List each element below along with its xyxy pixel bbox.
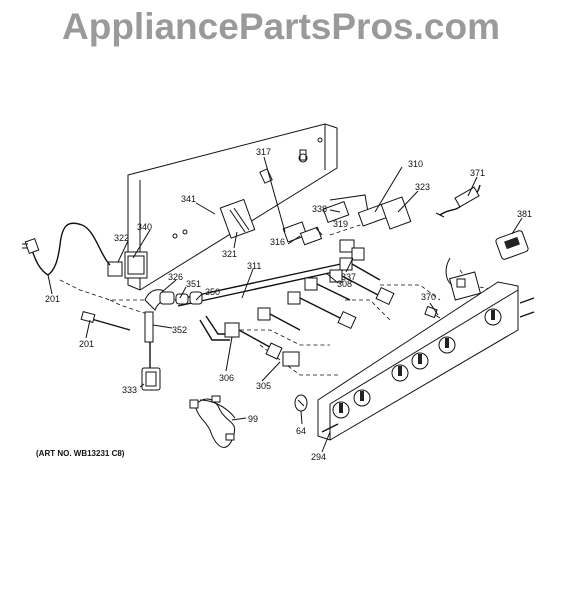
callout-308: 308 (337, 279, 352, 289)
ignitor-lead (80, 310, 131, 331)
screws (321, 297, 535, 433)
switch-assemblies (282, 194, 412, 261)
callout-311: 311 (247, 261, 261, 271)
callout-341: 341 (181, 194, 196, 204)
art-number: (ART NO. WB13231 C8) (36, 449, 125, 458)
callout-64: 64 (296, 426, 306, 436)
callout-322: 322 (114, 233, 129, 243)
callout-310: 310 (408, 159, 423, 169)
burner-valves (224, 257, 395, 367)
callout-316: 316 (270, 237, 285, 247)
clock-control-381 (495, 230, 529, 260)
callout-201-lower: 201 (79, 339, 94, 349)
callout-305: 305 (256, 381, 271, 391)
callout-333: 333 (122, 385, 137, 395)
callout-306: 306 (219, 373, 234, 383)
callout-350: 350 (205, 287, 220, 297)
callout-351: 351 (186, 279, 201, 289)
callout-319: 319 (333, 219, 348, 229)
callout-326: 326 (168, 272, 183, 282)
callout-323: 323 (415, 182, 430, 192)
watermark: AppliancePartsPros.com (62, 6, 500, 47)
wire-harness-371 (435, 184, 481, 218)
control-knobs (332, 308, 502, 419)
callout-321: 321 (222, 249, 237, 259)
callout-340: 340 (137, 222, 152, 232)
callout-338: 338 (312, 204, 327, 214)
callout-352: 352 (172, 325, 187, 335)
callout-337: 337 (341, 272, 356, 282)
terminal-block (219, 198, 256, 239)
callout-294: 294 (311, 452, 326, 462)
transformer-370 (424, 257, 482, 319)
ignition-module (107, 251, 148, 279)
power-cord (22, 222, 111, 276)
callout-381: 381 (517, 209, 532, 219)
callout-99: 99 (248, 414, 258, 424)
wire-harness-99 (189, 395, 236, 448)
knob-64 (294, 394, 308, 412)
gas-connector (141, 342, 161, 391)
callout-370: 370 (421, 292, 436, 302)
callout-labels: 317 310 323 371 341 338 319 381 340 322 … (45, 147, 532, 462)
leader-lines (47, 156, 523, 453)
callout-371: 371 (470, 168, 485, 178)
callout-317: 317 (256, 147, 271, 157)
callout-201-upper: 201 (45, 294, 60, 304)
